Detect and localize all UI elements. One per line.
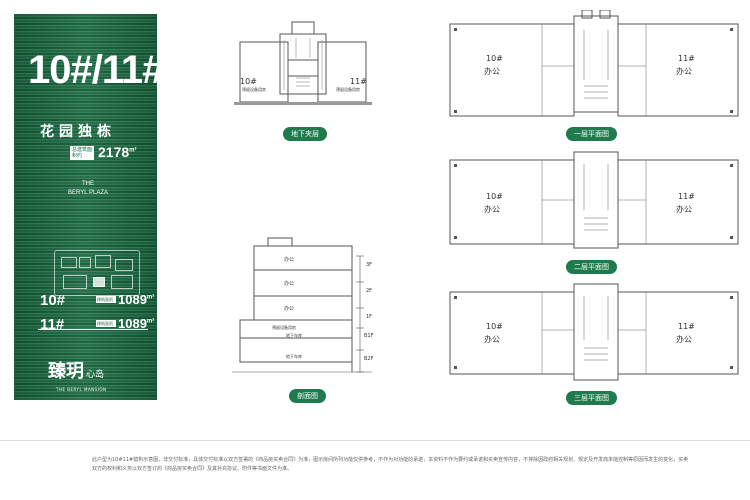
- floor-b2f: B2F: [364, 356, 374, 362]
- floor-plan-1: [446, 10, 742, 122]
- total-area-label: 总建筑面积约: [70, 146, 94, 160]
- basement-mezzanine-plan: 10# 11# 预留设备用房 预留设备用房: [226, 20, 380, 110]
- floor2-label: 二层平面图: [566, 260, 617, 274]
- basement-10-tag: 10#: [240, 77, 257, 86]
- floor1-10-num: 10#: [486, 54, 503, 63]
- section-plan: 办公 办公 办公 预留设备用房 地下车库 地下车库 3F 2F 1F B1F B…: [232, 232, 382, 380]
- floor-plan-3: [446, 282, 742, 386]
- floor2-10-use: 办公: [484, 205, 500, 214]
- floor-1f: 1F: [366, 314, 373, 320]
- floor2-10-num: 10#: [486, 192, 503, 201]
- section-room-b2-garage: 地下车库: [286, 354, 302, 359]
- floor-b1f: B1F: [364, 333, 374, 339]
- floor2-11-num: 11#: [678, 192, 695, 201]
- basement-11-tag: 11#: [350, 77, 367, 86]
- brand-logo: 臻玥心岛: [48, 361, 105, 382]
- floor3-11-use: 办公: [676, 335, 692, 344]
- floor3-10-num: 10#: [486, 322, 503, 331]
- section-room-1f: 办公: [284, 306, 295, 312]
- floor1-10-use: 办公: [484, 67, 500, 76]
- basement-plan-label: 地下夹层: [283, 127, 327, 141]
- section-room-2f: 办公: [284, 281, 295, 287]
- floor3-label: 三层平面图: [566, 391, 617, 405]
- section-room-b1-equip: 预留设备用房: [272, 325, 296, 330]
- disclaimer-text: 此户型为10#11#错构示意图，非交付标准，具体交付标准以双方签署的《商品房买卖…: [92, 457, 689, 472]
- floor-plan-2: [446, 150, 742, 260]
- floor1-label: 一层平面图: [566, 127, 617, 141]
- basement-11-note: 预留设备用房: [336, 87, 360, 92]
- basement-10-note: 预留设备用房: [242, 87, 266, 92]
- floor1-11-use: 办公: [676, 67, 692, 76]
- floor-3f: 3F: [366, 262, 373, 268]
- floor3-11-num: 11#: [678, 322, 695, 331]
- footer-rule: [0, 440, 750, 441]
- section-room-3f: 办公: [284, 257, 295, 263]
- floor-2f: 2F: [366, 288, 373, 294]
- floor3-10-use: 办公: [484, 335, 500, 344]
- building-subtitle: 花园独栋: [40, 124, 116, 140]
- divider: [38, 329, 148, 330]
- section-plan-label: 剖面图: [289, 389, 326, 403]
- site-thumbnail-icon: [54, 250, 140, 296]
- total-area-value: 2178m²: [98, 144, 137, 160]
- brand-logo-english: THE BERYL MANSION: [56, 387, 107, 392]
- building-title: 10#/11#: [28, 48, 157, 92]
- floor1-11-num: 11#: [678, 54, 695, 63]
- section-room-b1-garage: 地下车库: [286, 333, 302, 338]
- floor2-11-use: 办公: [676, 205, 692, 214]
